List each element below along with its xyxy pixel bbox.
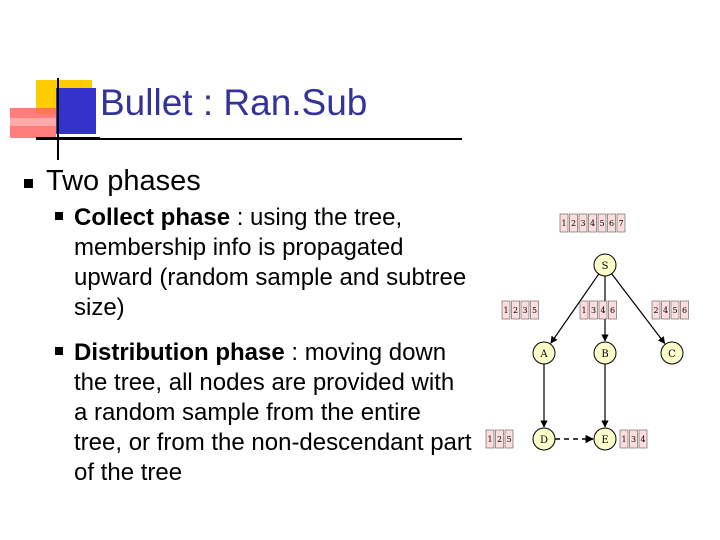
set-item: 1 [561,219,566,228]
collect-phase-label: Collect phase [74,204,231,231]
tree-node-a: A [532,341,556,365]
tree-edge-S-C [611,273,666,345]
set-item: 1 [621,435,626,444]
node-label: B [601,349,608,360]
set-item: 2 [513,306,518,315]
sub-bullet-collect: Collect phase : using the tree, membersh… [74,203,474,323]
tree-node-e: E [593,427,617,451]
set-item: 2 [653,306,658,315]
node-label: A [539,349,548,360]
set-item: 4 [640,435,645,444]
node-label: S [602,261,609,272]
sub-bullet-distribution: Distribution phase : moving down the tre… [74,338,474,488]
tree-node-s: S [593,253,617,277]
set-item: 1 [487,435,492,444]
bullet-marker [24,179,33,188]
slide-logo [10,78,100,160]
set-item: 3 [591,306,596,315]
set-item: 1 [581,306,586,315]
set-item: 7 [618,219,623,228]
sub-bullet-marker [55,347,63,355]
title-divider [36,138,462,140]
sub-bullet-marker [55,212,63,220]
set-item: 1 [503,306,508,315]
set-item: 5 [506,435,511,444]
set-item: 3 [631,435,636,444]
set-item: 3 [522,306,527,315]
node-label: C [668,349,676,360]
tree-node-c: C [660,341,684,365]
set-item: 5 [672,306,677,315]
set-item: 4 [590,219,595,228]
set-item: 6 [610,306,615,315]
set-item: 6 [609,219,614,228]
set-item: 4 [663,306,668,315]
set-item: 4 [600,306,605,315]
node-label: E [601,435,608,446]
collect-phase-text: : using the tree, membership info is pro… [74,204,467,321]
tree-edge-S-A [550,273,600,344]
bullet-two-phases: Two phases [46,165,201,197]
slide-title: Bullet : Ran.Sub [100,82,368,123]
node-label: D [540,435,548,446]
set-item: 2 [571,219,576,228]
tree-node-d: D [532,427,556,451]
set-item: 5 [599,219,604,228]
distribution-phase-label: Distribution phase [74,339,285,366]
tree-node-b: B [593,341,617,365]
set-item: 6 [682,306,687,315]
set-item: 3 [580,219,585,228]
set-item: 2 [497,435,502,444]
set-item: 5 [532,306,537,315]
distribution-phase-text: : moving down the tree, all nodes are pr… [74,339,472,486]
